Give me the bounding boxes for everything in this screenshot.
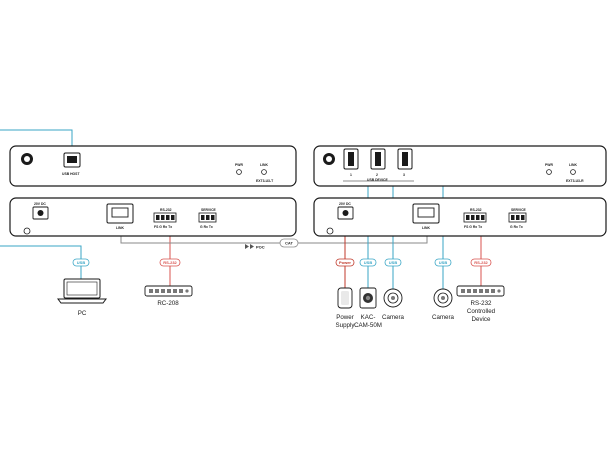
power-supply-label-line1: Power — [336, 314, 354, 321]
camera-2-icon — [433, 288, 453, 308]
power-tag: Power — [335, 258, 355, 267]
svg-text:RS-232: RS-232 — [163, 260, 177, 265]
ground-screw-icon — [23, 227, 31, 235]
rc208-keypad-icon — [144, 285, 193, 297]
rs232-device-icon — [456, 285, 505, 297]
usb-host-label: USB HOST — [62, 172, 80, 176]
pwr-label: PWR — [235, 163, 243, 167]
tx-rs232-label: RS-232 — [160, 208, 172, 212]
usb-tag-camera1: USB — [384, 258, 402, 267]
poc-arrow-icon — [245, 244, 254, 249]
pc-label: PC — [78, 310, 87, 317]
rx-link-port-label: LINK — [422, 226, 430, 230]
camera-2-label: Camera — [432, 314, 455, 321]
tx-rs232-pins: FS G Rx Tx — [154, 225, 172, 229]
rx-rs232-pins: FS G Rx Tx — [464, 225, 482, 229]
usb-port-3-number: 3 — [403, 173, 405, 177]
usb-tag-camera2: USB — [434, 258, 452, 267]
usb-tag-kac-cam: USB — [359, 258, 377, 267]
tx-service-label: SERVICE — [201, 208, 217, 212]
link-label: LINK — [260, 163, 268, 167]
rx-rs232-terminal[interactable] — [463, 212, 487, 223]
usb-device-label: USB DEVICE — [367, 178, 388, 182]
svg-text:USB: USB — [439, 260, 448, 265]
rx-link-port[interactable] — [412, 203, 440, 224]
kac-cam-label-line1: KAC- — [361, 314, 376, 321]
poc-indicator: POC — [245, 244, 265, 250]
camera-1-label: Camera — [382, 314, 405, 321]
rs232-tag-device: RS-232 — [470, 258, 492, 267]
rs232-device-label-line1: RS-232 — [471, 300, 493, 307]
rs232-tag-rc208: RS-232 — [159, 258, 181, 267]
rc208-label: RC-208 — [157, 300, 179, 307]
svg-text:USB: USB — [389, 260, 398, 265]
rx-link-led — [570, 169, 576, 175]
usb-port-1-number: 1 — [350, 173, 352, 177]
transmitter-model-label: EXT3-U3-T — [256, 179, 274, 183]
poc-label: POC — [256, 245, 265, 250]
tx-link-port[interactable] — [106, 203, 134, 224]
rs232-device-label-line3: Device — [472, 316, 491, 323]
kac-cam-icon — [359, 287, 377, 309]
rs232-device-label-line2: Controlled — [467, 308, 496, 315]
link-led — [261, 169, 267, 175]
tx-power-jack-label: 20V DC — [34, 202, 46, 206]
receiver-model-label: EXT3-U3-R — [566, 179, 584, 183]
cat-label: CAT — [285, 241, 293, 246]
rx-power-jack-label: 20V DC — [339, 202, 351, 206]
pc-laptop-icon — [57, 278, 107, 304]
transmitter-front-panel: USB HOST PWR LINK EXT3-U3-T — [9, 145, 297, 187]
svg-text:USB: USB — [77, 260, 86, 265]
power-supply-label-line2: Supply — [336, 322, 356, 329]
tx-rs232-terminal[interactable] — [153, 212, 177, 223]
receiver-front-panel: 1 2 3 USB DEVICE PWR LINK EXT3-U3-R — [313, 145, 607, 187]
cat-cable-label: CAT — [279, 238, 299, 248]
tx-link-port-label: LINK — [116, 226, 124, 230]
usb-tag-pc: USB — [72, 258, 90, 267]
rx-rs232-label: RS-232 — [470, 208, 482, 212]
rx-link-label: LINK — [569, 163, 577, 167]
cat-link-cable — [120, 232, 428, 244]
pwr-led — [236, 169, 242, 175]
usb-port-2-number: 2 — [376, 173, 378, 177]
power-supply-icon — [337, 287, 353, 309]
receiver-rear-panel: 20V DC LINK RS-232 FS G Rx Tx SERVICE G … — [313, 197, 607, 237]
svg-text:Power: Power — [339, 260, 351, 265]
rx-pwr-led — [546, 169, 552, 175]
kac-cam-label-line2: CAM-50M — [354, 322, 382, 329]
rx-pwr-label: PWR — [545, 163, 553, 167]
svg-text:USB: USB — [364, 260, 373, 265]
rx-service-label: SERVICE — [511, 208, 527, 212]
tx-service-pins: G Rx Tx — [200, 225, 213, 229]
ground-screw-icon — [326, 227, 334, 235]
camera-1-icon — [383, 288, 403, 308]
svg-text:RS-232: RS-232 — [474, 260, 488, 265]
rx-service-pins: G Rx Tx — [510, 225, 523, 229]
transmitter-rear-panel: 20V DC LINK RS-232 FS G Rx Tx SERVICE G … — [9, 197, 297, 237]
